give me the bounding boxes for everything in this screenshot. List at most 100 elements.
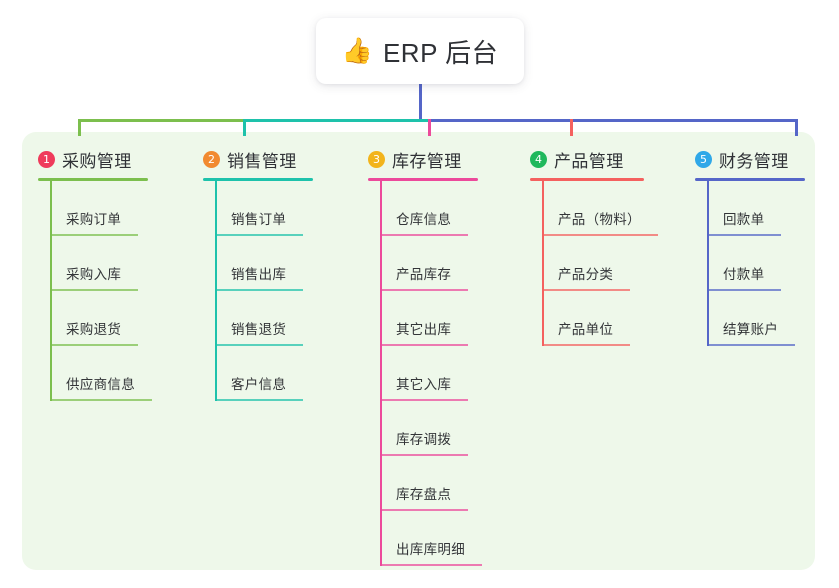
column-number-badge-4: 4 (530, 150, 547, 168)
tree-item--4[interactable]: 供应商信息 (50, 346, 152, 401)
tree-item-label: 回款单 (723, 212, 765, 227)
column-number-badge-5: 5 (695, 150, 712, 168)
tree-item--2[interactable]: 产品库存 (380, 236, 478, 291)
drop-connector-5 (795, 119, 798, 136)
tree-item--1[interactable]: 产品（物料） (542, 181, 658, 236)
column-items-3: 仓库信息产品库存其它出库其它入库库存调拨库存盘点出库库明细 (380, 181, 482, 566)
tree-item--3[interactable]: 产品单位 (542, 291, 644, 346)
column-header-2[interactable]: 2 销售管理 (203, 146, 313, 172)
column-header-4[interactable]: 4 产品管理 (530, 146, 644, 172)
tree-item-label: 客户信息 (231, 377, 287, 392)
tree-item-label: 产品分类 (558, 267, 614, 282)
diagram-panel (22, 132, 815, 570)
tree-item-label: 库存盘点 (396, 487, 452, 502)
tree-item-rule (707, 234, 781, 236)
tree-item--5[interactable]: 库存调拨 (380, 401, 478, 456)
tree-item-label: 产品库存 (396, 267, 452, 282)
tree-item--1[interactable]: 回款单 (707, 181, 805, 236)
tree-item--7[interactable]: 出库库明细 (380, 511, 482, 566)
tree-item--3[interactable]: 其它出库 (380, 291, 478, 346)
tree-item--6[interactable]: 库存盘点 (380, 456, 478, 511)
tree-item-rule (707, 344, 795, 346)
drop-connector-2 (243, 119, 246, 136)
column-number-badge-1: 1 (38, 150, 55, 168)
tree-item--2[interactable]: 产品分类 (542, 236, 644, 291)
tree-item-label: 产品（物料） (558, 212, 641, 227)
tree-item--4[interactable]: 其它入库 (380, 346, 478, 401)
column-items-1: 采购订单采购入库采购退货供应商信息 (50, 181, 152, 401)
tree-item--2[interactable]: 销售出库 (215, 236, 313, 291)
tree-item-label: 采购订单 (66, 212, 122, 227)
column-rule-5 (695, 178, 805, 181)
tree-item--1[interactable]: 采购订单 (50, 181, 148, 236)
column-number-badge-2: 2 (203, 150, 220, 168)
column-title-2: 销售管理 (227, 151, 297, 171)
tree-item--2[interactable]: 采购入库 (50, 236, 148, 291)
tree-item-label: 销售订单 (231, 212, 287, 227)
tree-item--2[interactable]: 付款单 (707, 236, 805, 291)
tree-item-rule (380, 289, 468, 291)
tree-item--4[interactable]: 客户信息 (215, 346, 313, 401)
tree-item--1[interactable]: 销售订单 (215, 181, 313, 236)
column-rule-2 (203, 178, 313, 181)
column-rule-3 (368, 178, 478, 181)
thumbs-up-icon: 👍 (341, 36, 373, 65)
tree-item-rule (380, 564, 482, 566)
column-spine-3 (380, 181, 382, 566)
column-items-5: 回款单付款单结算账户 (707, 181, 805, 346)
tree-item-rule (542, 344, 630, 346)
column-spine-1 (50, 181, 52, 401)
tree-item-label: 供应商信息 (66, 377, 135, 392)
tree-item-rule (50, 234, 138, 236)
tree-item-label: 采购退货 (66, 322, 122, 337)
column-title-1: 采购管理 (62, 151, 132, 171)
column-spine-4 (542, 181, 544, 346)
column-1: 1 采购管理采购订单采购入库采购退货供应商信息 (38, 146, 152, 401)
column-title-5: 财务管理 (719, 151, 789, 171)
tree-item-label: 付款单 (723, 267, 765, 282)
tree-item-label: 出库库明细 (396, 542, 465, 557)
tree-item-label: 销售出库 (231, 267, 287, 282)
drop-connector-1 (78, 119, 81, 136)
column-4: 4 产品管理产品（物料） 产品分类产品单位 (530, 146, 658, 346)
tree-item--1[interactable]: 仓库信息 (380, 181, 478, 236)
column-spine-5 (707, 181, 709, 346)
root-stem-connector (419, 84, 422, 121)
column-items-2: 销售订单销售出库销售退货客户信息 (215, 181, 313, 401)
tree-item-rule (50, 399, 152, 401)
tree-item-rule (380, 399, 468, 401)
tree-item-label: 其它入库 (396, 377, 452, 392)
tree-item--3[interactable]: 结算账户 (707, 291, 805, 346)
tree-item-label: 库存调拨 (396, 432, 452, 447)
bus-segment-3 (428, 119, 795, 122)
column-5: 5 财务管理回款单付款单结算账户 (695, 146, 805, 346)
column-header-5[interactable]: 5 财务管理 (695, 146, 805, 172)
column-spine-2 (215, 181, 217, 401)
tree-item--3[interactable]: 采购退货 (50, 291, 148, 346)
tree-item-rule (380, 509, 468, 511)
column-2: 2 销售管理销售订单销售出库销售退货客户信息 (203, 146, 313, 401)
tree-item-rule (380, 454, 468, 456)
tree-item-label: 其它出库 (396, 322, 452, 337)
root-node-card[interactable]: 👍 ERP 后台 (316, 18, 524, 84)
tree-item-rule (215, 399, 303, 401)
tree-item-rule (707, 289, 781, 291)
tree-item-rule (542, 234, 658, 236)
column-items-4: 产品（物料） 产品分类产品单位 (542, 181, 658, 346)
tree-item-label: 销售退货 (231, 322, 287, 337)
tree-item-rule (50, 344, 138, 346)
bus-segment-1 (78, 119, 243, 122)
tree-item--3[interactable]: 销售退货 (215, 291, 313, 346)
root-node-title: ERP 后台 (382, 37, 499, 68)
column-rule-1 (38, 178, 148, 181)
tree-item-label: 产品单位 (558, 322, 614, 337)
column-header-1[interactable]: 1 采购管理 (38, 146, 148, 172)
column-title-4: 产品管理 (554, 151, 624, 171)
tree-item-label: 结算账户 (723, 322, 779, 337)
drop-connector-4 (570, 119, 573, 136)
tree-item-rule (215, 344, 303, 346)
tree-item-rule (50, 289, 138, 291)
tree-item-label: 采购入库 (66, 267, 122, 282)
